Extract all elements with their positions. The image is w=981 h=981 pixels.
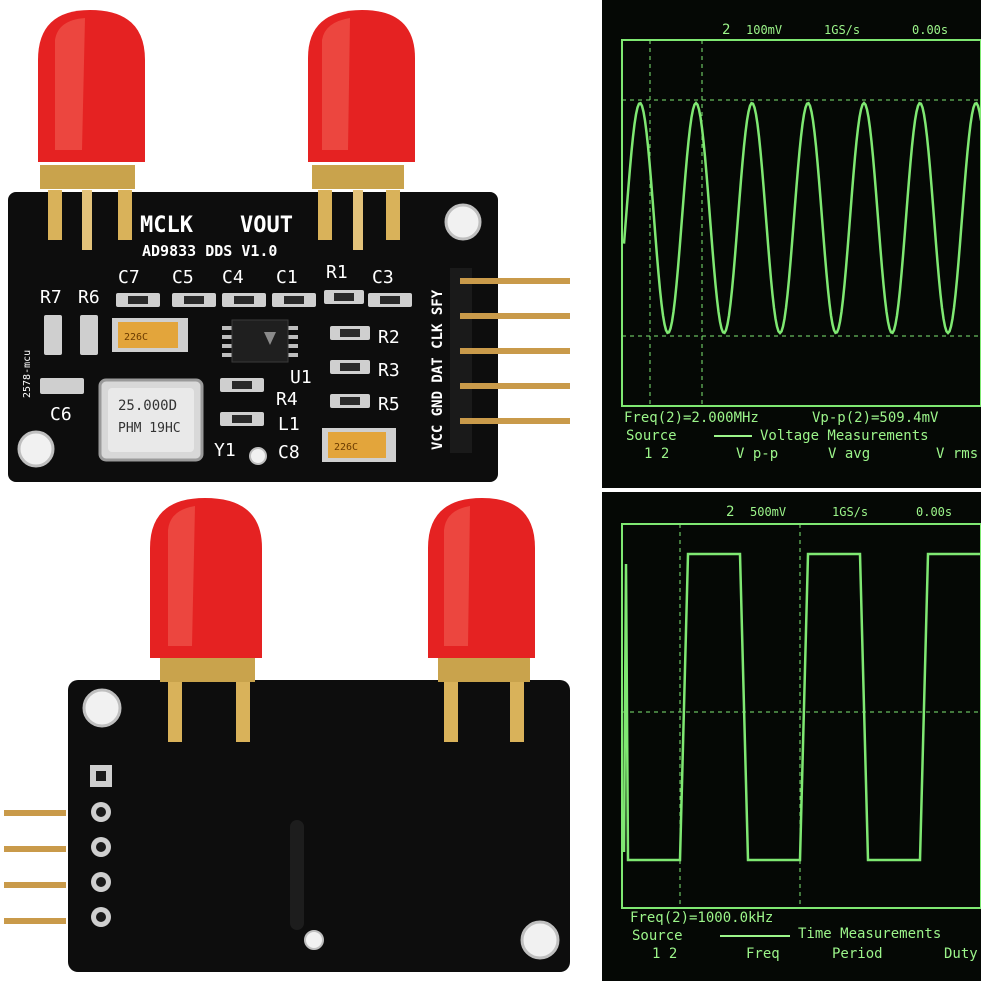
sma-connector-back-right [428, 498, 535, 742]
mount-hole [304, 930, 324, 950]
oscilloscope-sine-screen: 2 100mV 1GS/s 0.00s Freq(2)=2.000MHz Vp-… [602, 0, 981, 488]
label-mclk: MCLK [140, 213, 194, 238]
svg-text:226C: 226C [334, 442, 358, 453]
volts-per-div: 500mV [750, 505, 786, 519]
sma-connector-back-left [150, 498, 262, 742]
board-title: AD9833 DDS V1.0 [142, 242, 277, 260]
svg-text:PHM 19HC: PHM 19HC [118, 421, 181, 436]
label-c3: C3 [372, 267, 394, 288]
label-r1: R1 [326, 262, 348, 283]
menu-item-duty[interactable]: Duty [944, 946, 978, 962]
sma-connector-vout [308, 10, 415, 250]
mount-hole [82, 688, 122, 728]
header-pads [90, 765, 112, 927]
header-pins [4, 810, 66, 924]
source-label[interactable]: Source [632, 928, 683, 944]
pcb-board-back [68, 680, 570, 972]
tantalum-capacitor: 226C [322, 428, 396, 462]
label-c1: C1 [276, 267, 298, 288]
menu-item-vavg[interactable]: V avg [828, 446, 870, 462]
label-vout: VOUT [240, 213, 293, 238]
mount-hole [249, 447, 267, 465]
sample-rate: 1GS/s [824, 23, 860, 37]
vpp-readout: Vp-p(2)=509.4mV [812, 410, 939, 426]
svg-text:226C: 226C [124, 332, 148, 343]
board-slot [290, 820, 304, 930]
label-r6: R6 [78, 287, 100, 308]
mount-hole [444, 203, 482, 241]
channel-indicator: 2 [726, 504, 734, 520]
menu-item-period[interactable]: Period [832, 946, 883, 962]
menu-title: Voltage Measurements [760, 428, 929, 444]
menu-title: Time Measurements [798, 926, 941, 942]
label-c5: C5 [172, 267, 194, 288]
ad9833-chip [222, 319, 298, 363]
oscilloscope-square-screen: 2 500mV 1GS/s 0.00s Freq(2)=1000.0kHz So… [602, 492, 981, 981]
freq-readout: Freq(2)=2.000MHz [624, 410, 759, 426]
label-c6: C6 [50, 404, 72, 425]
square-waveform [622, 552, 981, 862]
pcb-back-photo [0, 490, 600, 981]
sine-waveform [622, 101, 981, 335]
menu-item-vpp[interactable]: V p-p [736, 446, 778, 462]
menu-item-vrms[interactable]: V rms [936, 446, 978, 462]
pcb-front-photo: MCLK VOUT AD9833 DDS V1.0 C7 C5 C4 C1 R1… [0, 0, 600, 490]
pin-header [450, 268, 570, 453]
pin-labels: VCC GND DAT CLK SFY [430, 289, 446, 450]
mount-hole [17, 430, 55, 468]
label-r7: R7 [40, 287, 62, 308]
mount-hole [520, 920, 560, 960]
trigger-time: 0.00s [912, 23, 948, 37]
label-u1: U1 [290, 367, 312, 388]
menu-item-freq[interactable]: Freq [746, 946, 780, 962]
tantalum-capacitor: 226C [112, 318, 188, 352]
channel-select[interactable]: 1 2 [644, 446, 669, 462]
channel-select[interactable]: 1 2 [652, 946, 677, 962]
sample-rate: 1GS/s [832, 505, 868, 519]
svg-text:25.000D: 25.000D [118, 398, 177, 414]
channel-indicator: 2 [722, 22, 730, 38]
label-c7: C7 [118, 267, 140, 288]
freq-readout: Freq(2)=1000.0kHz [630, 910, 773, 926]
label-y1: Y1 [214, 440, 236, 461]
source-label[interactable]: Source [626, 428, 677, 444]
crystal-oscillator: 25.000D PHM 19HC [98, 378, 204, 462]
trigger-time: 0.00s [916, 505, 952, 519]
label-r2: R2 [378, 327, 400, 348]
sma-connector-mclk [38, 10, 145, 250]
graticule [621, 523, 981, 909]
volts-per-div: 100mV [746, 23, 782, 37]
label-c8: C8 [278, 442, 300, 463]
label-l1: L1 [278, 414, 300, 435]
label-c4: C4 [222, 267, 244, 288]
graticule [621, 39, 981, 407]
label-r3: R3 [378, 360, 400, 381]
label-r5: R5 [378, 394, 400, 415]
label-r4: R4 [276, 389, 298, 410]
brand-label: 2578-mcu [22, 350, 33, 398]
